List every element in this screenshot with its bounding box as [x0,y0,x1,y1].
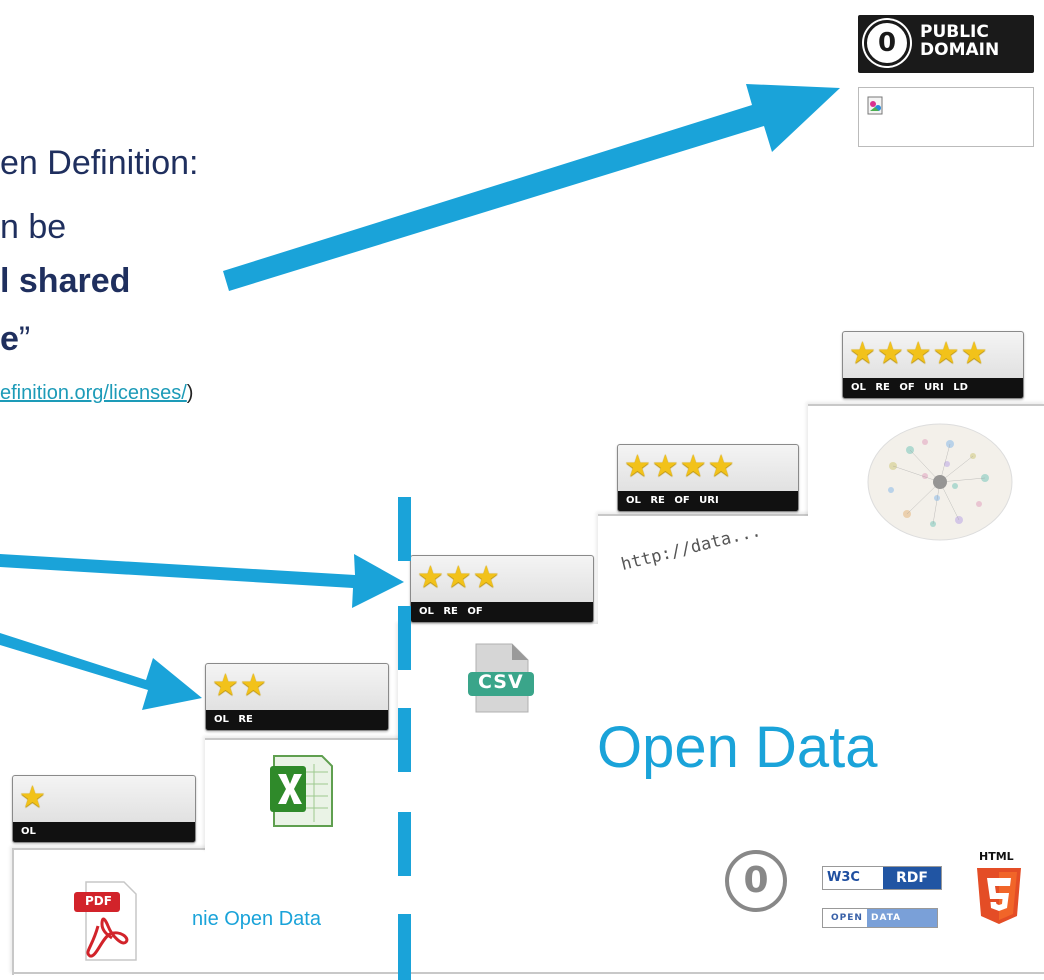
nie-open-data-label: nie Open Data [192,908,321,930]
star-row-5: ★★★★★ [849,337,989,370]
star-row-2: ★★ [212,669,268,702]
licenses-link-tail: ) [186,382,194,404]
arrow-to-two-stars [0,633,202,710]
definition-line-4: e” [0,320,30,358]
star-row-3: ★★★ [417,561,501,594]
star-codes-2: OL RE [206,710,388,730]
linked-data-cloud-icon [867,423,1013,541]
licenses-link[interactable]: efinition.org/licenses/ [0,382,187,404]
cc-zero-icon: 0 [725,850,787,912]
broken-image-box [858,87,1034,147]
w3c-label: W3C [827,870,860,885]
broken-image-icon [867,96,883,115]
star-codes-5: OL RE OF URI LD [843,378,1023,398]
public-domain-text: PUBLIC DOMAIN [920,23,999,59]
pdf-label: PDF [85,894,112,908]
csv-label: CSV [478,671,524,693]
csv-file-icon [468,643,534,713]
definition-line-4-bold: e [0,320,19,358]
definition-line-4-quote: ” [18,320,31,358]
star-row-1: ★ [19,781,47,814]
public-domain-line-2: DOMAIN [920,40,1000,60]
stair-baseline [12,972,1044,974]
star-codes-3: OL RE OF [411,602,593,622]
star-card-2: ★★ OL RE [205,663,389,731]
open-data-title: Open Data [597,715,878,780]
w3c-rdf-badge: W3C RDF [822,866,942,890]
definition-line-1: en Definition: [0,144,199,182]
open-label: OPEN [831,913,863,923]
star-row-4: ★★★★ [624,450,736,483]
star-codes-1: OL [13,822,195,842]
pdf-file-icon [74,881,137,961]
public-domain-zero-icon: 0 [864,20,910,66]
star-card-5: ★★★★★ OL RE OF URI LD [842,331,1024,399]
star-card-1: ★ OL [12,775,196,843]
arrow-to-three-stars [0,554,404,608]
rdf-label: RDF [883,867,941,889]
star-card-4: ★★★★ OL RE OF URI [617,444,799,512]
public-domain-line-1: PUBLIC [920,22,989,42]
definition-line-3: l shared [0,262,131,300]
step-4-fill [598,516,1044,636]
open-data-badge: OPEN DATA [822,908,938,928]
html5-icon [977,868,1021,924]
open-data-divider [398,497,411,980]
star-card-3: ★★★ OL RE OF [410,555,594,623]
data-label: DATA [867,909,937,927]
excel-file-icon [270,755,333,827]
definition-source: efinition.org/licenses/) [0,382,193,405]
html-label: HTML [979,850,1014,863]
star-codes-4: OL RE OF URI [618,491,798,511]
arrow-to-public-domain [223,84,840,291]
public-domain-badge: 0 PUBLIC DOMAIN [858,15,1034,73]
definition-line-2: n be [0,208,67,246]
